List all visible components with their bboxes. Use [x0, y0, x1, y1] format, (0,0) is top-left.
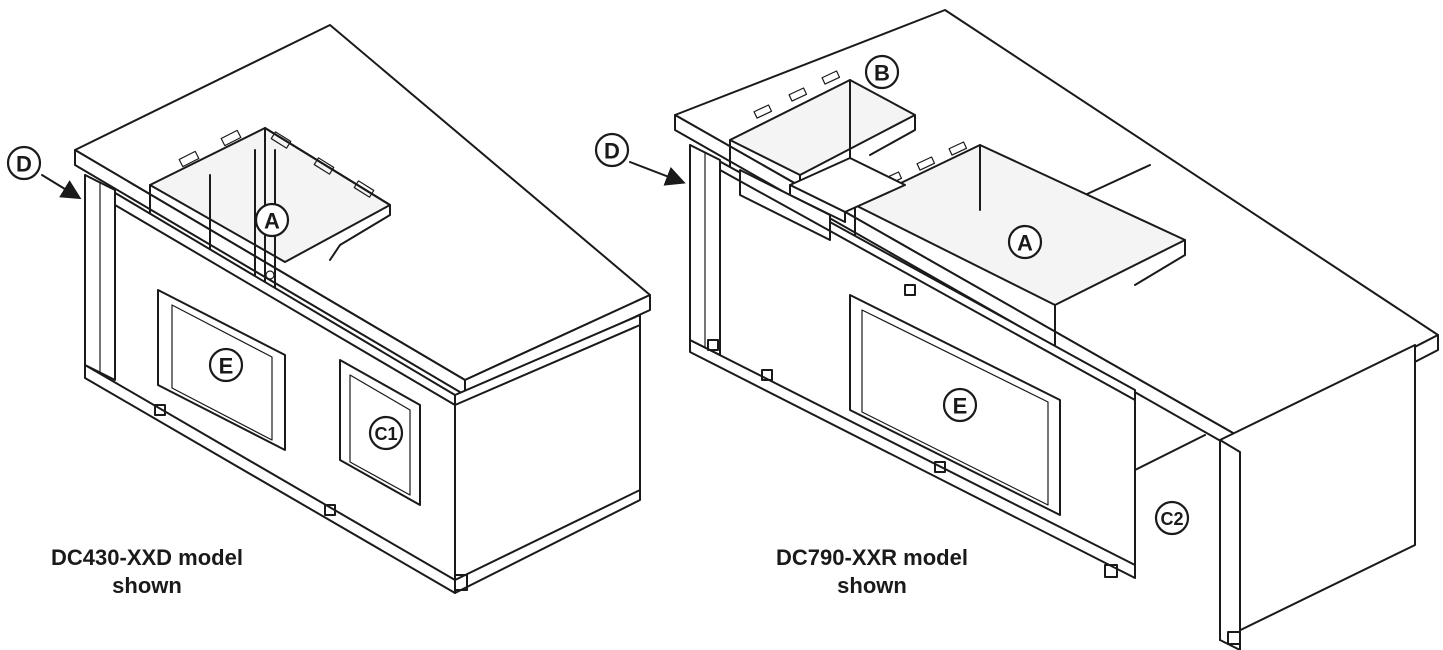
left-well-tabs — [178, 129, 375, 198]
left-callout-c1: C1 — [368, 415, 404, 451]
right-callout-a: A — [1007, 224, 1043, 260]
left-counter-unit — [74, 24, 651, 594]
svg-text:E: E — [953, 394, 968, 419]
right-apron — [719, 169, 1136, 401]
svg-text:C2: C2 — [1160, 509, 1183, 529]
right-callout-e: E — [942, 387, 978, 423]
left-callout-d: D — [6, 145, 82, 200]
right-callout-b: B — [864, 54, 900, 90]
svg-text:D: D — [16, 152, 32, 177]
left-apron — [114, 204, 456, 406]
right-base-kick — [689, 339, 1136, 579]
right-feet — [707, 284, 1241, 645]
svg-text:B: B — [874, 61, 890, 86]
right-caption-line1: DC790-XXR model — [776, 545, 968, 570]
right-caption-line2: shown — [837, 573, 907, 598]
svg-text:D: D — [604, 139, 620, 164]
svg-text:E: E — [219, 354, 234, 379]
svg-text:A: A — [264, 209, 280, 234]
right-top-seam — [1084, 164, 1151, 196]
right-callout-c2: C2 — [1154, 500, 1190, 536]
left-callout-e: E — [208, 347, 244, 383]
right-open-area-c2 — [1134, 434, 1206, 471]
left-well-right-wall — [264, 127, 391, 261]
right-callout-d: D — [594, 132, 686, 186]
left-caption-line1: DC430-XXD model — [51, 545, 243, 570]
svg-text:A: A — [1017, 231, 1033, 256]
left-callout-a: A — [254, 202, 290, 238]
right-well-b-tabs — [753, 70, 841, 119]
svg-text:C1: C1 — [374, 424, 397, 444]
left-feet — [154, 404, 468, 591]
left-caption-line2: shown — [112, 573, 182, 598]
